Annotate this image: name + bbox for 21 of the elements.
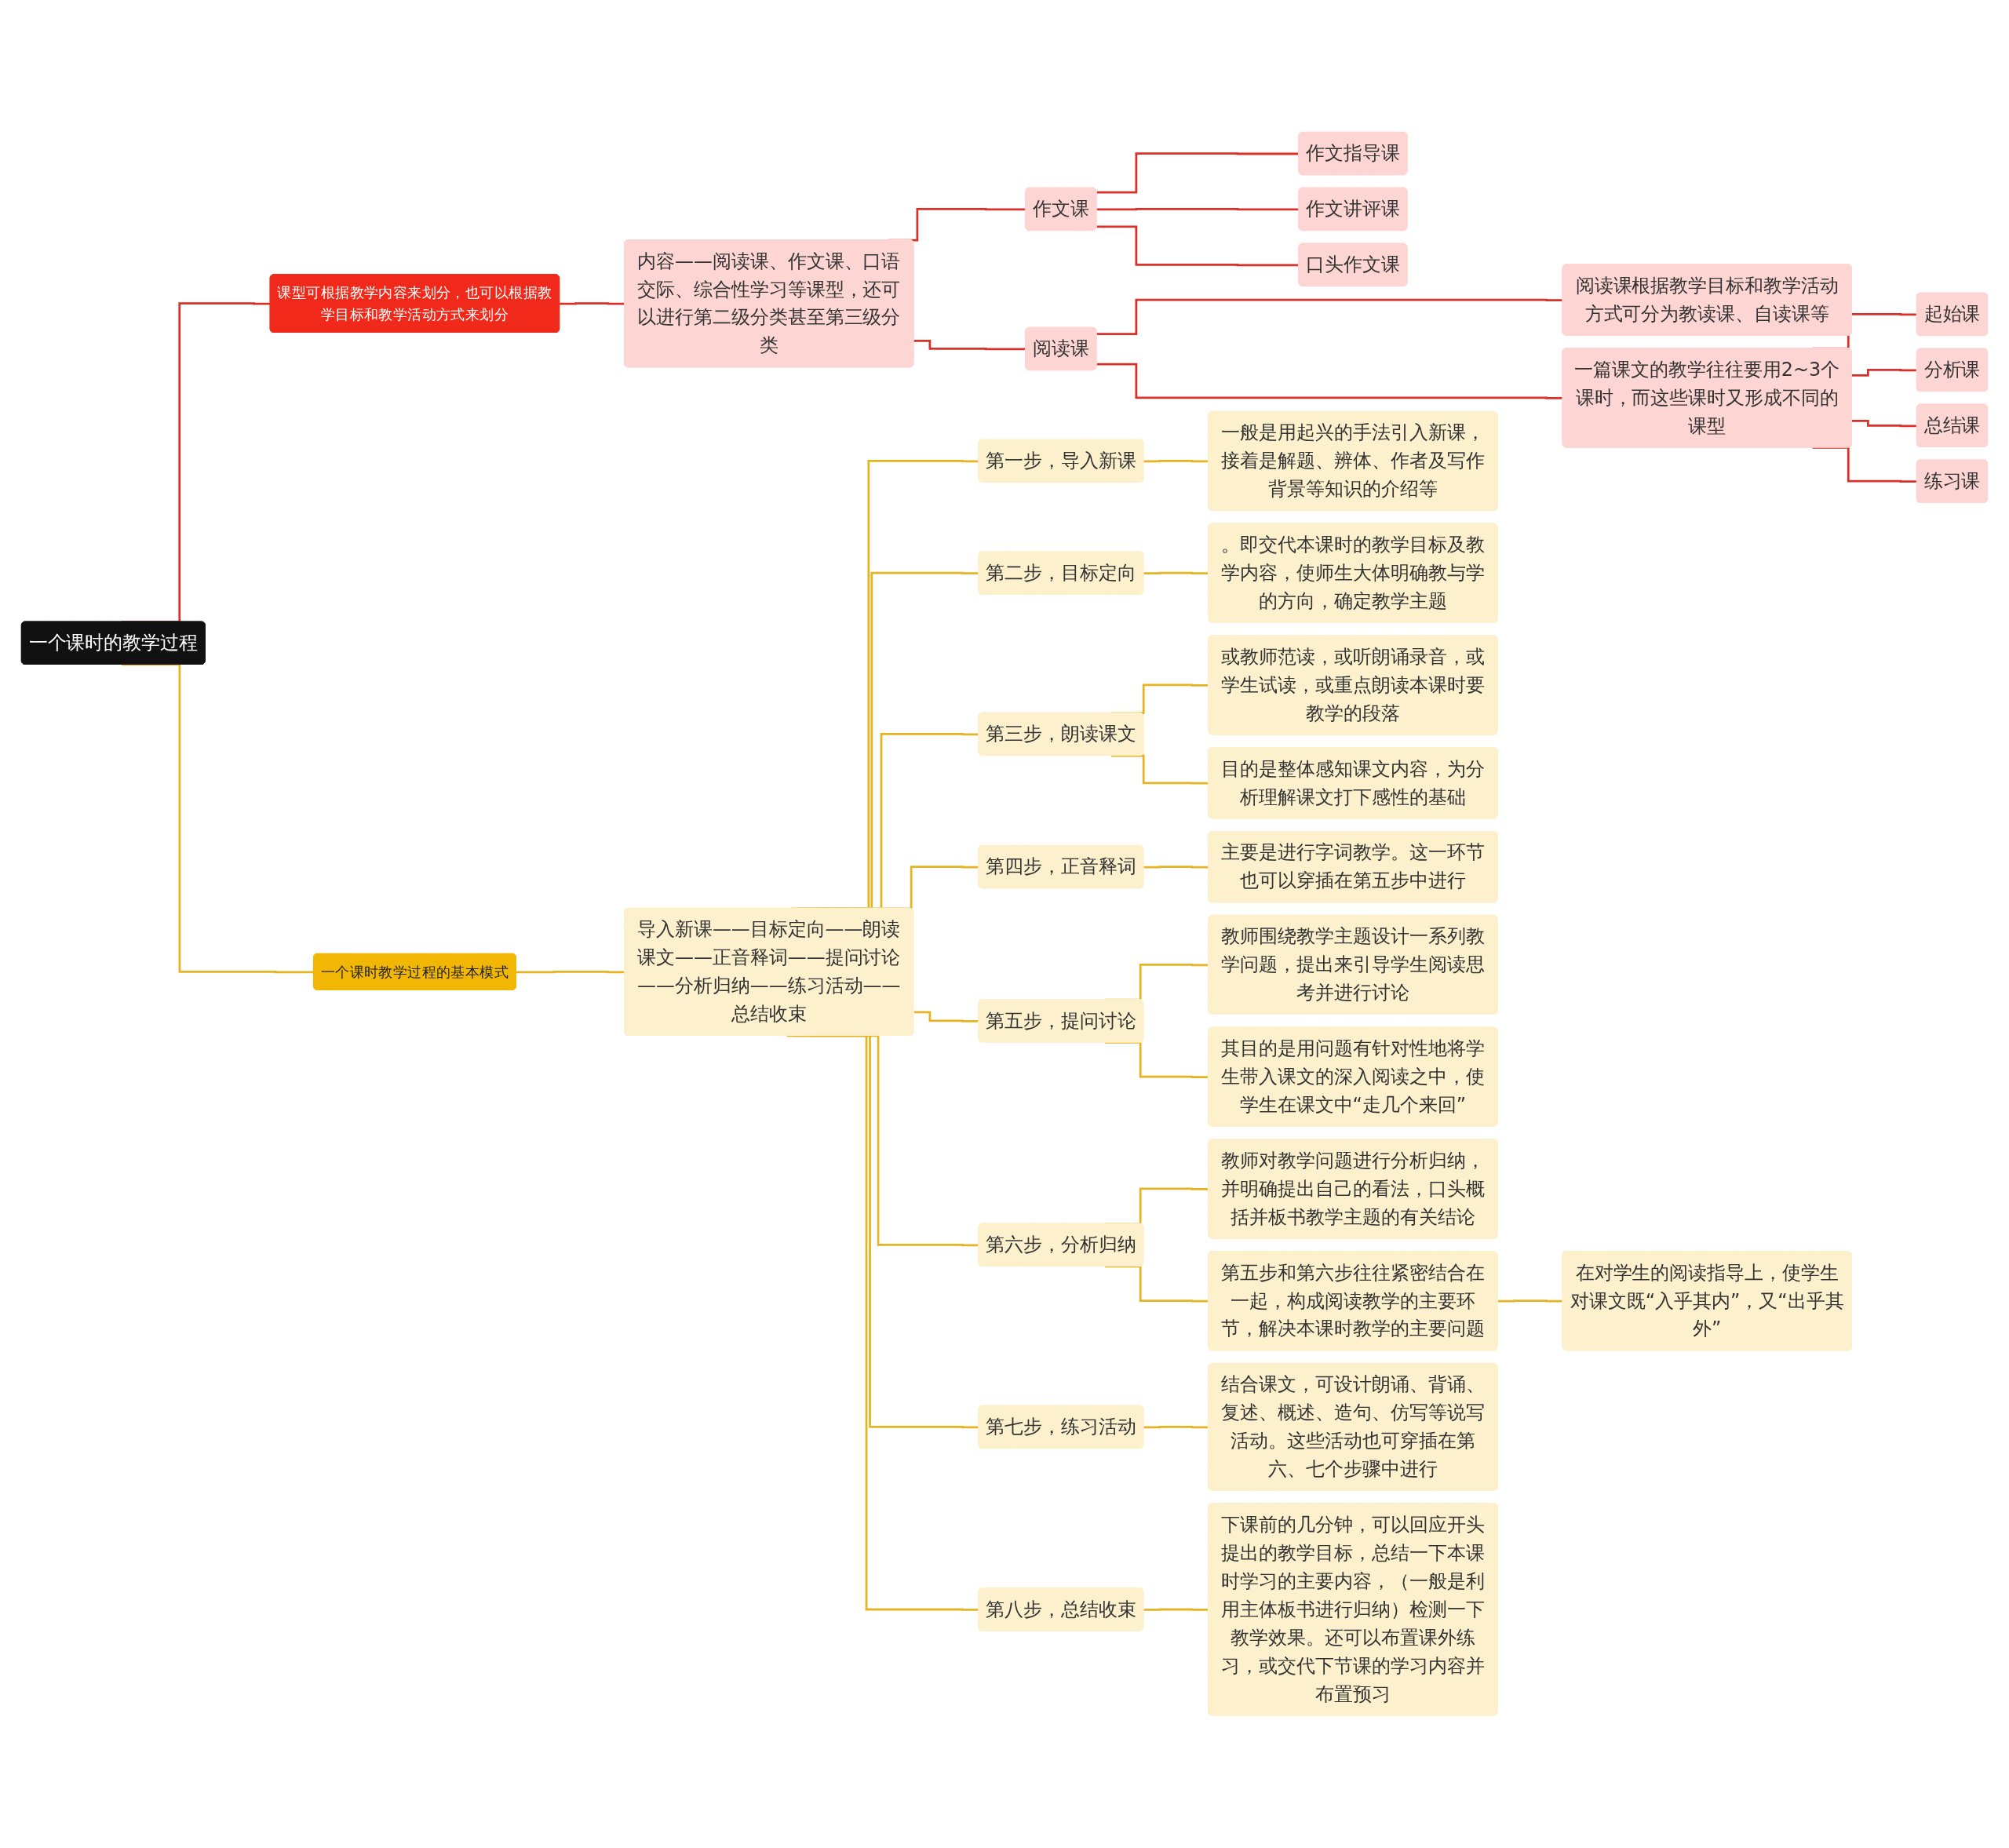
connector <box>1096 299 1563 336</box>
connector <box>913 1011 979 1022</box>
connector <box>1497 1299 1563 1303</box>
connector <box>913 340 1026 351</box>
connector <box>1143 460 1209 463</box>
connector <box>786 1034 979 1612</box>
connector <box>1143 572 1209 575</box>
connector <box>516 971 625 974</box>
connector <box>1851 369 1917 377</box>
connector <box>1096 363 1563 400</box>
connector <box>1096 208 1300 211</box>
connector <box>1096 225 1300 267</box>
connector <box>1143 866 1209 869</box>
connector <box>1105 1265 1209 1303</box>
connector <box>1851 420 1917 428</box>
connector <box>1096 152 1300 194</box>
connector <box>1143 1426 1209 1429</box>
connector <box>1111 754 1209 785</box>
connector <box>560 302 625 305</box>
connector <box>1143 1608 1209 1612</box>
connector <box>122 663 314 974</box>
